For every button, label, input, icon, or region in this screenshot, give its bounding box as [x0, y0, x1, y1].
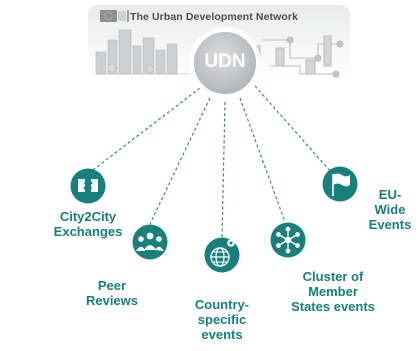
connector-country-events	[221, 101, 226, 239]
node-label-eu-wide: EU- Wide Events	[364, 187, 416, 232]
connector-lines	[92, 85, 332, 239]
eu-logo	[100, 10, 129, 22]
node-label-country-events: Country- specific events	[180, 297, 264, 342]
people-group-icon	[132, 224, 168, 260]
globe-pin-icon	[204, 237, 240, 273]
node-label-line: Member	[308, 284, 358, 299]
node-label-peer-reviews: Peer Reviews	[76, 278, 148, 308]
connector-peer-reviews	[149, 97, 211, 225]
flag-icon	[322, 166, 358, 202]
node-label-line: Events	[368, 217, 412, 232]
network-cluster-icon	[270, 222, 306, 258]
node-label-line: Peer	[97, 278, 127, 293]
node-label-line: Exchanges	[53, 224, 123, 239]
node-label-line: Reviews	[85, 293, 139, 308]
node-label-line: EU-	[378, 187, 402, 202]
exchange-icon	[70, 168, 106, 204]
node-label-city2city: City2City Exchanges	[47, 209, 129, 239]
node-label-line: events	[201, 327, 243, 342]
hub-label: UDN	[204, 51, 246, 72]
city-skyline-left	[95, 29, 190, 75]
node-label-line: Cluster of	[302, 269, 364, 284]
node-label-cluster-events: Cluster of Member States events	[278, 269, 388, 314]
connector-city2city	[92, 87, 201, 171]
connector-cluster-events	[239, 97, 286, 223]
node-label-line: specific	[197, 312, 247, 327]
node-label-line: Wide	[374, 202, 406, 217]
connector-eu-wide	[254, 85, 332, 173]
node-label-line: City2City	[59, 209, 117, 224]
banner-title: The Urban Development Network	[130, 11, 299, 23]
node-label-line: States events	[291, 299, 375, 314]
node-label-line: Country-	[194, 297, 250, 312]
hub-circle	[192, 30, 258, 96]
